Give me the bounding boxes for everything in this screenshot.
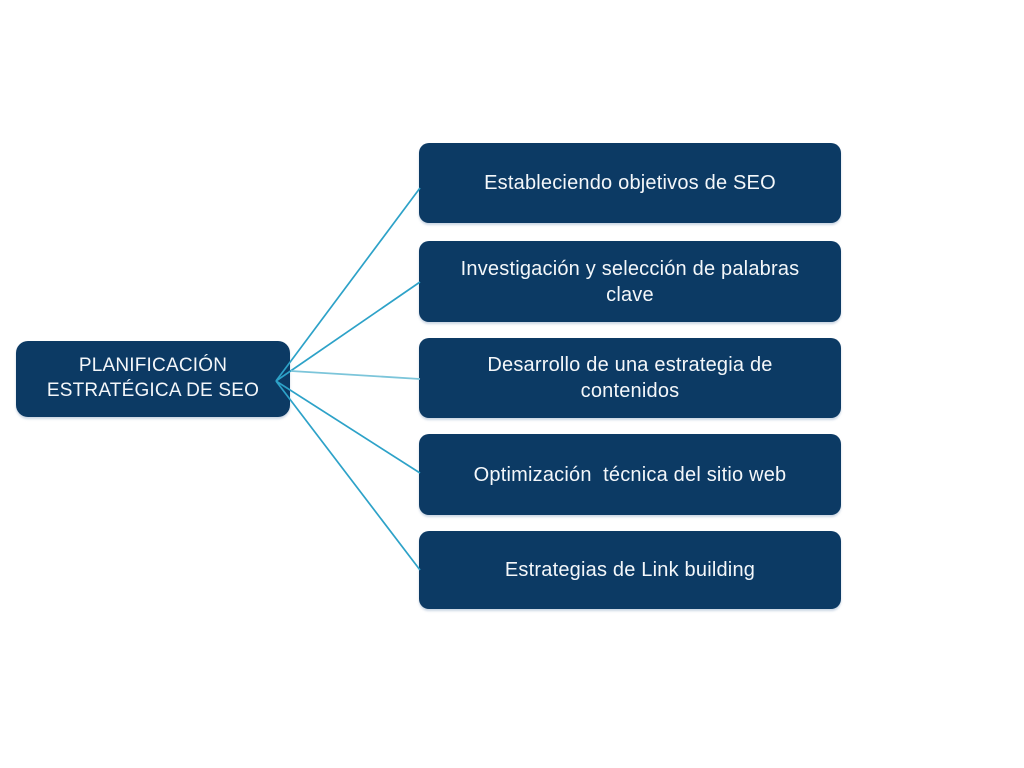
child-node-label: Investigación y selección de palabras cl… [460, 257, 806, 306]
connector-line-investigacion [275, 281, 421, 382]
child-node-investigacion[interactable]: Investigación y selección de palabras cl… [419, 241, 841, 322]
child-node-optimizacion[interactable]: Optimización técnica del sitio web [419, 434, 841, 515]
connector-line-objetivos [275, 187, 421, 382]
child-node-desarrollo[interactable]: Desarrollo de una estrategia de contenid… [419, 338, 841, 418]
child-node-label: Optimización técnica del sitio web [473, 463, 787, 486]
root-node-label: PLANIFICACIÓN ESTRATÉGICA DE SEO [46, 355, 260, 401]
child-node-label: Desarrollo de una estrategia de contenid… [487, 354, 779, 402]
child-node-objetivos[interactable]: Estableciendo objetivos de SEO [419, 143, 841, 223]
connector-line-desarrollo [290, 370, 421, 380]
connector-line-estrategias [275, 380, 421, 571]
child-node-label: Estableciendo objetivos de SEO [484, 172, 776, 194]
child-node-label: Estrategias de Link building [504, 559, 756, 581]
root-node-planificacion[interactable]: PLANIFICACIÓN ESTRATÉGICA DE SEO [16, 341, 290, 417]
connector-line-optimizacion [275, 380, 421, 474]
child-node-estrategias[interactable]: Estrategias de Link building [419, 531, 841, 609]
